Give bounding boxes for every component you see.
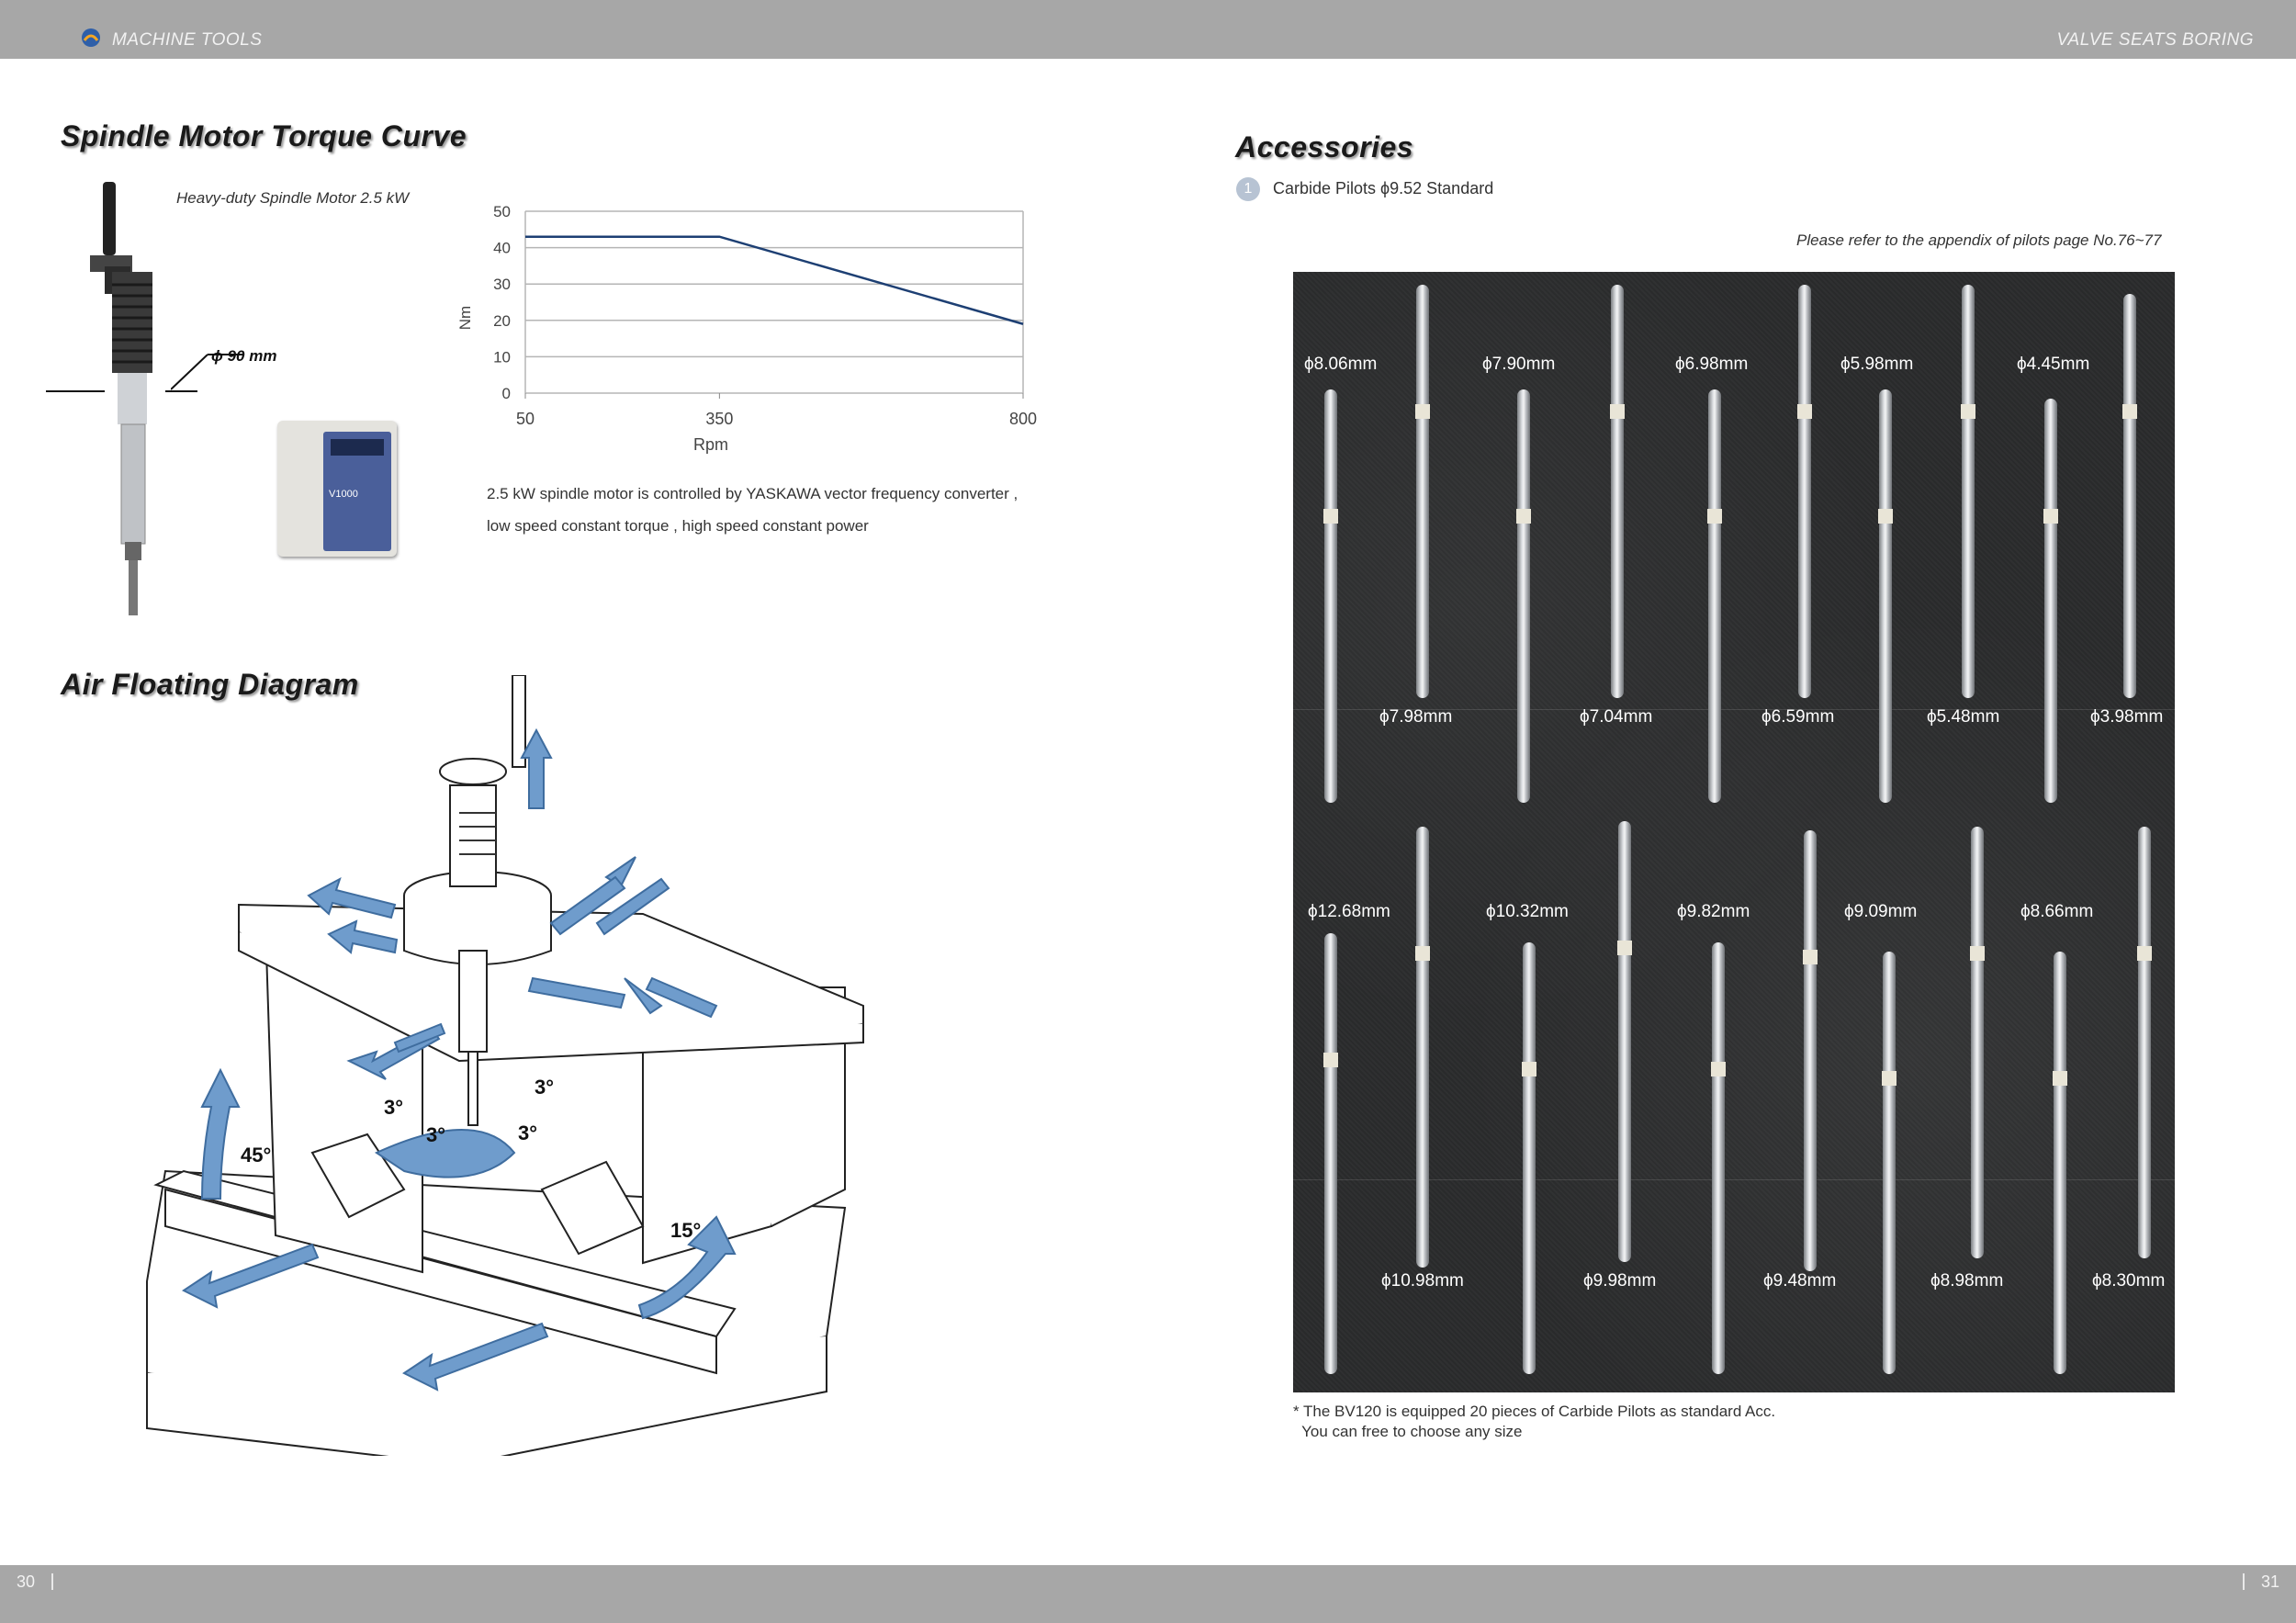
pilot-pin <box>1878 389 1893 803</box>
angle-label-6: 15° <box>670 1219 701 1242</box>
carbide-pilots-label: Carbide Pilots ϕ9.52 Standard <box>1273 179 1494 197</box>
chart-x-tick-label: 350 <box>705 410 733 428</box>
angle-label-3: 3° <box>426 1123 445 1146</box>
accessories-section-title: Accessories <box>1235 130 1414 163</box>
pilot-pin <box>1415 827 1430 1268</box>
pilot-pin <box>1610 285 1625 698</box>
pilot-pin <box>1961 285 1975 698</box>
pilot-size-label: ϕ4.45mm <box>2017 355 2090 374</box>
pilot-pin <box>1803 830 1818 1271</box>
pilot-pin <box>2043 399 2058 803</box>
pilot-size-label: ϕ5.98mm <box>1840 355 1914 374</box>
pilot-pin <box>1707 389 1722 803</box>
pilot-pin <box>1970 827 1985 1258</box>
pilot-size-label: ϕ10.98mm <box>1381 1271 1464 1291</box>
pilot-size-label: ϕ5.48mm <box>1927 707 2000 727</box>
pilot-pin <box>1797 285 1812 698</box>
pilot-pin <box>1415 285 1430 698</box>
pilot-size-label: ϕ12.68mm <box>1308 902 1390 921</box>
page-number-right: 31 <box>2260 1572 2279 1591</box>
pilot-pin <box>1882 952 1896 1374</box>
chart-y-tick-label: 30 <box>493 276 511 293</box>
header-left-title: MACHINE TOOLS <box>112 30 263 50</box>
spindle-description-line1: 2.5 kW spindle motor is controlled by YA… <box>487 485 1019 502</box>
pilot-size-label: ϕ7.04mm <box>1580 707 1653 727</box>
page-number-left: 30 <box>17 1572 36 1591</box>
angle-label-1: 3° <box>384 1096 403 1119</box>
air-floating-diagram: 3° 3° 3° 3° 45° 15° <box>146 675 864 1456</box>
pilot-size-label: ϕ3.98mm <box>2090 707 2164 727</box>
chart-x-label: Rpm <box>693 435 728 454</box>
item-number-badge: 1 <box>1236 177 1260 201</box>
pilot-size-label: ϕ8.66mm <box>2020 902 2094 921</box>
torque-series-line <box>525 235 1024 325</box>
chart-x-tick-label: 800 <box>1009 410 1037 428</box>
spindle-description-line2: low speed constant torque , high speed c… <box>487 517 869 535</box>
pilot-pin <box>2122 294 2137 698</box>
pilot-size-label: ϕ8.30mm <box>2092 1271 2166 1291</box>
pilot-size-label: ϕ8.98mm <box>1930 1271 2004 1291</box>
pilot-size-label: ϕ9.48mm <box>1763 1271 1837 1291</box>
pilot-pin <box>1617 821 1632 1262</box>
pilot-size-label: ϕ9.98mm <box>1583 1271 1657 1291</box>
chart-y-tick-label: 50 <box>493 203 511 220</box>
torque-chart: 0 10 20 30 40 50 50 350 800 Nm Rpm <box>456 203 1037 454</box>
angle-label-4: 3° <box>518 1121 537 1144</box>
chart-x-tick-label: 50 <box>516 410 535 428</box>
pilot-pin <box>1323 933 1338 1374</box>
page-number-divider <box>51 1573 53 1590</box>
pilot-size-label: ϕ9.09mm <box>1844 902 1918 921</box>
footnote-line1: * The BV120 is equipped 20 pieces of Car… <box>1293 1403 1776 1420</box>
pilot-size-label: ϕ7.90mm <box>1482 355 1556 374</box>
pilot-pin <box>1516 389 1531 803</box>
pilot-pin <box>1323 389 1338 803</box>
pilot-size-label: ϕ6.59mm <box>1761 707 1835 727</box>
pilot-pin <box>1522 942 1536 1374</box>
pilot-pin <box>1711 942 1726 1374</box>
air-floating-section-title: Air Floating Diagram <box>61 668 359 701</box>
company-logo-icon <box>82 28 100 47</box>
page-number-divider <box>2243 1573 2245 1590</box>
header-right-title: VALVE SEATS BORING <box>2056 30 2254 50</box>
spindle-section-title: Spindle Motor Torque Curve <box>61 119 467 152</box>
pilot-size-label: ϕ9.82mm <box>1677 902 1750 921</box>
chart-y-tick-label: 10 <box>493 348 511 366</box>
pilot-pin <box>2137 827 2152 1258</box>
angle-label-5: 45° <box>241 1144 271 1167</box>
carbide-pilots-photo: ϕ8.06mm ϕ7.90mm ϕ6.98mm ϕ5.98mm ϕ4.45mm … <box>1293 272 2175 1392</box>
chart-y-tick-label: 0 <box>502 385 511 402</box>
pilot-size-label: ϕ10.32mm <box>1486 902 1569 921</box>
diameter-leader-line <box>171 354 244 390</box>
top-bar: MACHINE TOOLS VALVE SEATS BORING <box>0 0 2296 59</box>
chart-y-label: Nm <box>456 306 474 330</box>
pilot-size-label: ϕ6.98mm <box>1675 355 1749 374</box>
angle-label-2: 3° <box>535 1076 554 1099</box>
chart-y-tick-label: 40 <box>493 240 511 257</box>
pilot-size-label: ϕ7.98mm <box>1379 707 1453 727</box>
inverter-image: V1000 <box>277 421 397 557</box>
inverter-model-label: V1000 <box>329 489 358 500</box>
footnote-line2: You can free to choose any size <box>1293 1423 1523 1440</box>
motor-label: Heavy-duty Spindle Motor 2.5 kW <box>176 189 410 207</box>
pilot-size-label: ϕ8.06mm <box>1304 355 1378 374</box>
pilot-pin <box>2053 952 2067 1374</box>
spindle-motor-image <box>46 182 197 615</box>
chart-y-tick-label: 20 <box>493 312 511 330</box>
refer-note: Please refer to the appendix of pilots p… <box>1796 231 2162 249</box>
diameter-label: ϕ 90 mm <box>211 347 277 365</box>
